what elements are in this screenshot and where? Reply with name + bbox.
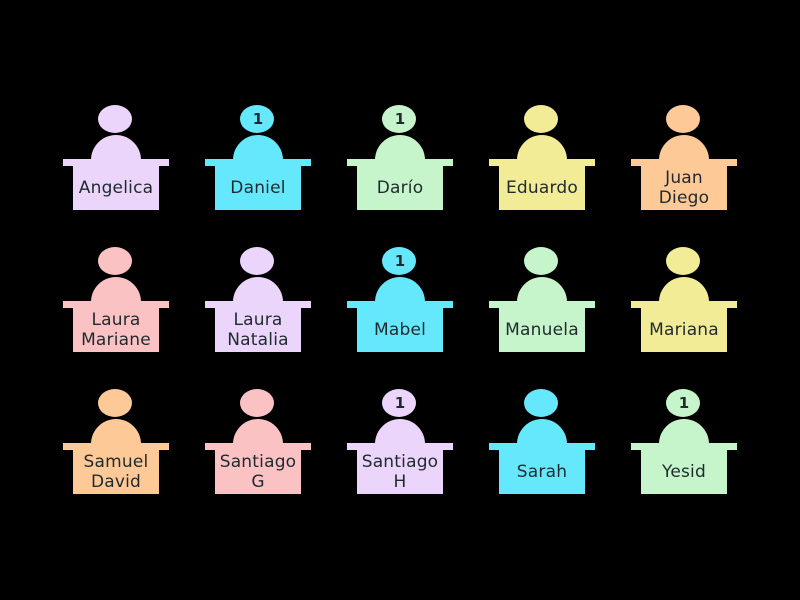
student-name: Eduardo [505, 178, 578, 198]
student-name: Santiago G [219, 452, 297, 492]
desk-top [63, 443, 169, 450]
student-name: Mabel [373, 320, 427, 340]
desk-front: Mariana [641, 308, 727, 352]
desk-front: Darío [357, 166, 443, 210]
student-head-icon [382, 389, 416, 417]
desk-top [205, 443, 311, 450]
student-badge: 1 [252, 110, 264, 128]
desk-top [63, 301, 169, 308]
student-card[interactable]: Eduardo [489, 105, 595, 211]
desk-front: Laura Mariane [73, 308, 159, 352]
student-card[interactable]: Mariana [631, 247, 737, 353]
student-badge [631, 247, 737, 275]
student-card[interactable]: 1 Santiago H [347, 389, 453, 495]
desk-top [631, 159, 737, 166]
student-head-icon [666, 247, 700, 275]
student-name: Juan Diego [658, 168, 710, 208]
student-card[interactable]: Laura Natalia [205, 247, 311, 353]
student-head-icon [240, 247, 274, 275]
student-head-icon [98, 105, 132, 133]
desk-front: Sarah [499, 450, 585, 494]
student-head-icon [382, 105, 416, 133]
student-name: Samuel David [83, 452, 149, 492]
student-card[interactable]: 1 Darío [347, 105, 453, 211]
student-card[interactable]: Manuela [489, 247, 595, 353]
desk-front: Santiago G [215, 450, 301, 494]
desk-top [631, 301, 737, 308]
desk-front: Laura Natalia [215, 308, 301, 352]
student-head-icon [666, 389, 700, 417]
desk-top [489, 443, 595, 450]
desk-top [205, 301, 311, 308]
student-card[interactable]: Samuel David [63, 389, 169, 495]
desk-front: Yesid [641, 450, 727, 494]
desk-top [347, 301, 453, 308]
student-name: Darío [376, 178, 424, 198]
desk-front: Samuel David [73, 450, 159, 494]
desk-front: Juan Diego [641, 166, 727, 210]
student-badge [63, 247, 169, 275]
student-card[interactable]: Santiago G [205, 389, 311, 495]
desk-front: Santiago H [357, 450, 443, 494]
student-name: Laura Natalia [227, 310, 289, 350]
student-head-icon [240, 389, 274, 417]
student-name: Mariana [649, 320, 719, 340]
student-card[interactable]: 1 Yesid [631, 389, 737, 495]
student-card[interactable]: Sarah [489, 389, 595, 495]
student-name: Santiago H [361, 452, 439, 492]
student-badge [489, 389, 595, 417]
student-card[interactable]: Juan Diego [631, 105, 737, 211]
student-badge [63, 389, 169, 417]
student-name: Laura Mariane [81, 310, 151, 350]
desk-top [347, 443, 453, 450]
desk-top [347, 159, 453, 166]
student-badge [631, 105, 737, 133]
student-head-icon [240, 105, 274, 133]
desk-front: Daniel [215, 166, 301, 210]
student-badge [489, 247, 595, 275]
desk-top [489, 301, 595, 308]
desk-front: Manuela [499, 308, 585, 352]
student-head-icon [98, 389, 132, 417]
student-head-icon [524, 389, 558, 417]
student-card[interactable]: Angelica [63, 105, 169, 211]
student-badge [205, 247, 311, 275]
desk-front: Mabel [357, 308, 443, 352]
student-head-icon [98, 247, 132, 275]
student-head-icon [382, 247, 416, 275]
student-badge [489, 105, 595, 133]
student-badge [63, 105, 169, 133]
student-badge: 1 [678, 394, 690, 412]
student-name: Manuela [505, 320, 579, 340]
student-badge: 1 [394, 394, 406, 412]
desk-front: Angelica [73, 166, 159, 210]
student-name: Yesid [662, 462, 706, 482]
desk-top [489, 159, 595, 166]
desk-top [63, 159, 169, 166]
student-head-icon [666, 105, 700, 133]
student-name: Daniel [230, 178, 286, 198]
student-card[interactable]: 1 Daniel [205, 105, 311, 211]
desk-front: Eduardo [499, 166, 585, 210]
student-head-icon [524, 247, 558, 275]
student-badge: 1 [394, 252, 406, 270]
desk-top [205, 159, 311, 166]
student-name: Sarah [516, 462, 568, 482]
student-card[interactable]: 1 Mabel [347, 247, 453, 353]
student-badge [205, 389, 311, 417]
student-card[interactable]: Laura Mariane [63, 247, 169, 353]
student-head-icon [524, 105, 558, 133]
student-badge: 1 [394, 110, 406, 128]
student-name: Angelica [78, 178, 154, 198]
desk-top [631, 443, 737, 450]
